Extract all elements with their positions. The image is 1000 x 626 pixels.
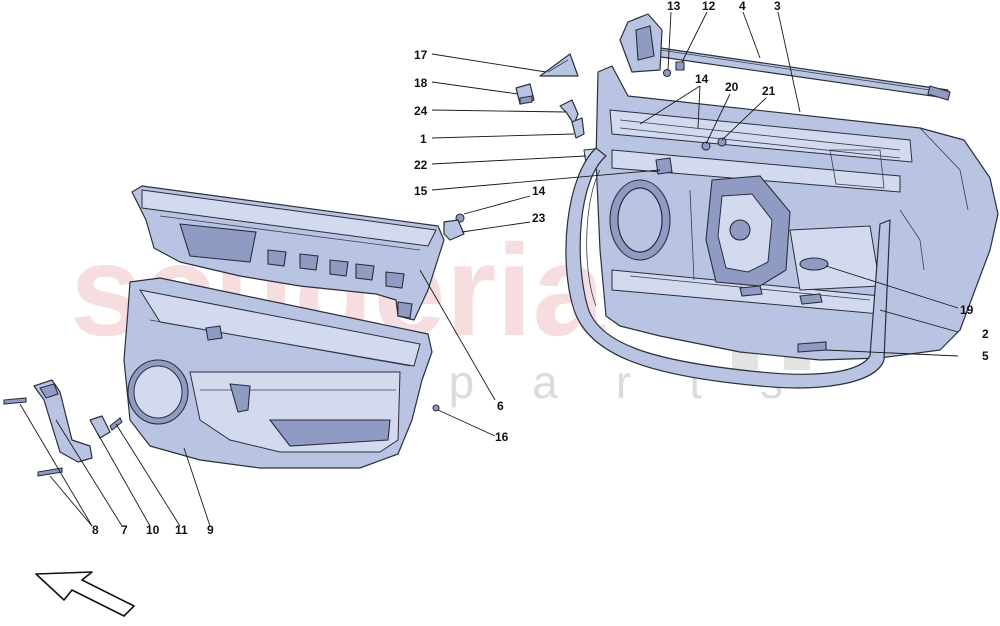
part-door-shell — [595, 65, 999, 361]
part-door-seal — [565, 147, 891, 389]
callout-11: 11 — [175, 523, 188, 537]
part-screw-8a — [3, 397, 27, 405]
part-bracket-23 — [443, 219, 465, 241]
part-mirror-bracket — [619, 13, 663, 73]
callout-14-lower: 14 — [532, 184, 546, 198]
part-main-door-panel — [123, 277, 433, 469]
callout-12: 12 — [702, 0, 716, 13]
part-1 — [571, 117, 585, 139]
callout-4: 4 — [739, 0, 746, 13]
callout-16: 16 — [495, 430, 509, 444]
part-clip-10 — [89, 415, 111, 439]
callout-20: 20 — [725, 80, 739, 94]
callout-5: 5 — [982, 349, 989, 363]
callout-3: 3 — [774, 0, 781, 13]
part-screw-8b — [37, 467, 63, 477]
callout-21: 21 — [762, 84, 776, 98]
callout-8: 8 — [92, 523, 99, 537]
callout-9: 9 — [207, 523, 214, 537]
callout-14-upper: 14 — [695, 72, 709, 86]
direction-arrow-icon — [35, 571, 135, 617]
callout-17: 17 — [414, 48, 428, 62]
part-grab-handle-7 — [33, 379, 93, 463]
callout-15: 15 — [414, 184, 428, 198]
callout-labels: 13 12 4 3 17 18 24 1 14 20 21 22 15 14 2… — [92, 0, 989, 537]
callout-19: 19 — [960, 303, 974, 317]
part-screw-13 — [662, 68, 672, 78]
part-strip-5 — [797, 341, 827, 353]
part-screw-16 — [432, 404, 440, 412]
callout-23: 23 — [532, 211, 546, 225]
callout-22: 22 — [414, 158, 428, 172]
callout-10: 10 — [146, 523, 160, 537]
callout-6: 6 — [497, 399, 504, 413]
leader-lines — [19, 11, 959, 527]
callout-1: 1 — [420, 132, 427, 146]
part-bracket-24 — [559, 99, 579, 125]
part-triangle-cover-17 — [539, 53, 579, 77]
callout-18: 18 — [414, 76, 428, 90]
callout-7: 7 — [121, 523, 128, 537]
part-block-18 — [515, 83, 535, 105]
part-upper-trim-panel — [131, 185, 445, 321]
part-clip-12 — [675, 61, 685, 71]
callout-13: 13 — [667, 0, 681, 13]
callout-2: 2 — [982, 327, 989, 341]
callout-24: 24 — [414, 104, 428, 118]
